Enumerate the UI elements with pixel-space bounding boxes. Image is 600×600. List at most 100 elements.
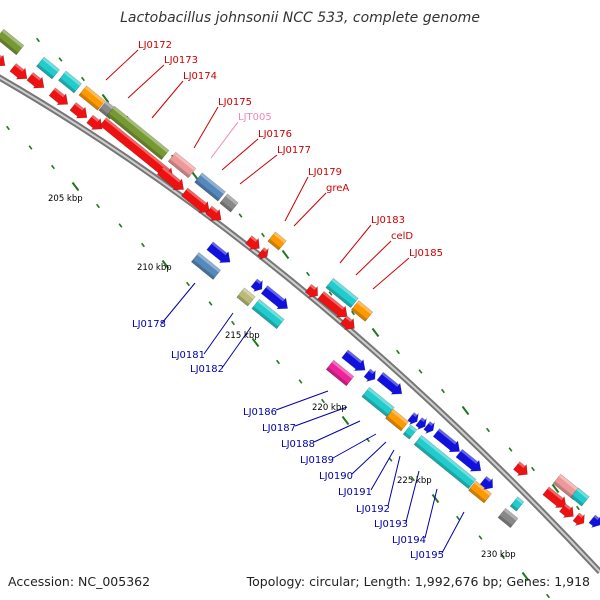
gene-cyan-2 <box>58 70 82 94</box>
gene-label-celD: celD <box>391 231 413 242</box>
gene-green-2 <box>106 105 170 161</box>
tick-mark <box>306 271 310 277</box>
gene-red-8 <box>156 166 185 191</box>
tick-mark <box>186 281 190 287</box>
gene-red-14 <box>317 290 348 318</box>
tick-mark <box>28 145 33 150</box>
gene-blue-4 <box>341 349 366 371</box>
accession-text: Accession: NC_005362 <box>8 574 151 589</box>
tick-mark <box>486 427 490 433</box>
gene-cyan-8 <box>509 496 525 512</box>
leader-line <box>161 282 196 324</box>
gene-red-4 <box>48 87 69 106</box>
gene-label-LJ0194: LJ0194 <box>392 535 426 546</box>
gene-cyan-4 <box>325 277 359 309</box>
gene-orange-5 <box>468 480 492 504</box>
tick-mark <box>478 535 483 540</box>
tick-mark <box>371 327 380 338</box>
gene-red-15 <box>339 315 355 330</box>
leader-line <box>313 420 361 443</box>
gene-label-LJ0192: LJ0192 <box>356 504 390 515</box>
gene-label-LJ0173: LJ0173 <box>164 55 198 66</box>
tick-mark <box>551 483 560 494</box>
gene-red-6 <box>86 114 103 130</box>
gene-green-1 <box>0 28 25 56</box>
leader-line <box>293 192 327 227</box>
gene-blue-3 <box>260 285 289 310</box>
gene-label-LJ0174: LJ0174 <box>183 71 217 82</box>
leader-line <box>203 312 234 355</box>
gene-steel-2 <box>190 252 222 280</box>
tick-mark <box>396 349 400 355</box>
gene-label-LJT005: LJT005 <box>238 112 272 123</box>
kbp-label-230: 230 kbp <box>481 550 516 560</box>
label-leaders <box>105 49 465 554</box>
tick-mark <box>521 571 530 582</box>
gene-orange-1 <box>78 85 106 111</box>
tick-mark <box>231 320 235 326</box>
leader-line <box>332 433 377 459</box>
gene-cyan-6 <box>402 424 418 440</box>
gene-khaki-1 <box>236 287 256 307</box>
genome-info-text: Topology: circular; Length: 1,992,676 bp… <box>246 574 590 589</box>
leader-line <box>221 326 252 369</box>
kbp-label-215: 215 kbp <box>225 331 260 341</box>
tick-mark <box>328 291 333 296</box>
tick-mark <box>118 223 123 228</box>
gene-label-LJ0186: LJ0186 <box>243 407 277 418</box>
gene-red-16 <box>512 461 528 476</box>
tick-mark <box>71 181 80 192</box>
tick-mark <box>161 259 170 270</box>
tick-mark <box>461 405 470 416</box>
gene-red-1 <box>0 50 6 67</box>
leader-line <box>151 80 184 119</box>
tick-mark <box>546 593 550 599</box>
leader-line <box>210 121 239 159</box>
gene-blue-13 <box>588 514 600 528</box>
tick-mark <box>441 388 445 394</box>
leader-line <box>127 64 165 99</box>
gene-label-LJ0175: LJ0175 <box>218 97 252 108</box>
gene-blue-5 <box>363 368 376 382</box>
leader-line <box>405 470 420 523</box>
tick-mark <box>321 398 325 404</box>
gene-label-LJ0182: LJ0182 <box>190 364 224 375</box>
kbp-label-220: 220 kbp <box>312 403 347 413</box>
leader-line <box>424 488 438 539</box>
gene-label-LJ0187: LJ0187 <box>262 423 296 434</box>
gene-red-11 <box>244 235 260 250</box>
gene-label-LJ0189: LJ0189 <box>300 455 334 466</box>
gene-magenta-1 <box>325 359 355 387</box>
gene-cyan-7 <box>413 434 477 490</box>
tick-mark <box>96 203 100 209</box>
tick-mark <box>238 213 243 218</box>
gene-label-LJ0177: LJ0177 <box>277 145 311 156</box>
leader-line <box>239 154 278 185</box>
tick-mark <box>36 37 40 43</box>
gene-red-19 <box>572 512 585 526</box>
leader-line <box>294 406 348 427</box>
gene-blue-10 <box>432 428 461 453</box>
gene-red-12 <box>257 247 269 261</box>
tick-mark <box>251 337 260 348</box>
gene-orange-4 <box>385 408 409 432</box>
tick-mark <box>351 310 355 316</box>
gene-label-LJ0193: LJ0193 <box>374 519 408 530</box>
gene-red-17 <box>542 486 567 508</box>
gene-label-LJ0185: LJ0185 <box>409 248 443 259</box>
gene-red-5 <box>69 102 88 119</box>
gene-blue-2 <box>250 278 263 292</box>
tick-mark <box>576 505 580 511</box>
gene-orange-2 <box>267 231 287 251</box>
leader-line <box>221 138 259 171</box>
leader-line <box>284 176 309 222</box>
tick-mark <box>341 415 350 426</box>
gene-cyan-5 <box>361 386 395 418</box>
tick-mark <box>51 164 55 170</box>
gene-blue-6 <box>376 371 403 395</box>
tick-mark <box>531 466 535 472</box>
kbp-label-225: 225 kbp <box>397 476 432 486</box>
gene-label-LJ0176: LJ0176 <box>258 129 292 140</box>
gene-cyan-1 <box>36 56 60 80</box>
